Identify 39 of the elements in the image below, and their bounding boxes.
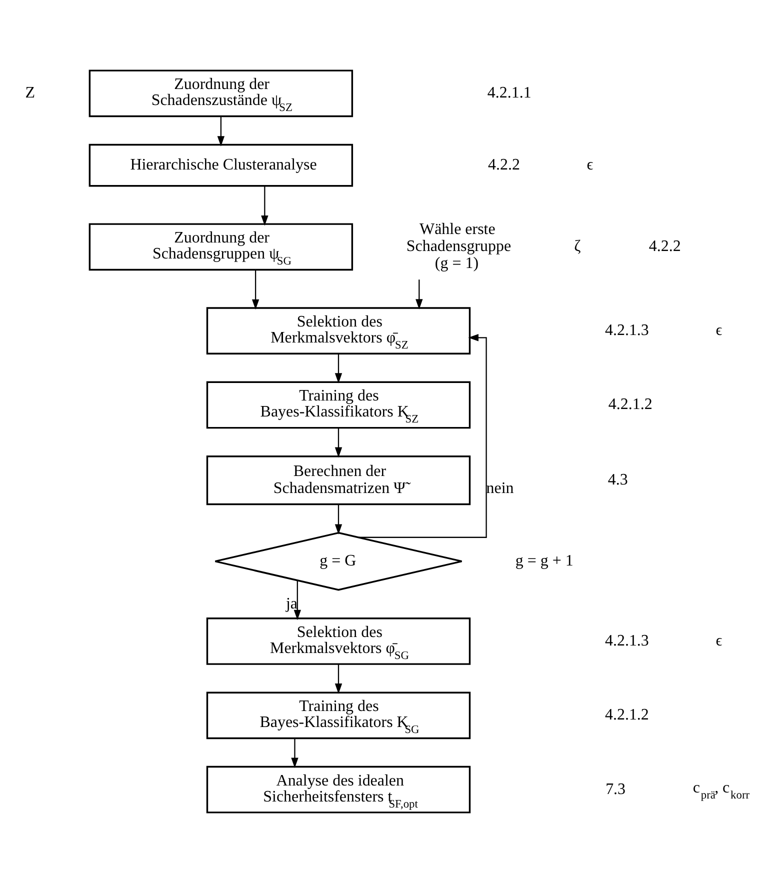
label: 4.2.1.3	[604, 632, 649, 649]
label: 4.2.1.1	[487, 84, 532, 102]
arrow	[416, 279, 423, 309]
node-text: Wähle erste Schadensgruppe (g = 1)	[406, 220, 512, 272]
node-box: Training des Bayes-Klassifikators K$_{SG}$	[206, 691, 471, 739]
label: g = g + 1	[515, 552, 574, 570]
label: 4.2.2	[648, 238, 681, 255]
arrow	[217, 116, 225, 146]
label: ϵ	[716, 632, 722, 649]
node-box: Selektion des Merkmalsvektors φ̄$_{SZ}$	[206, 306, 471, 354]
label: 4.3	[608, 471, 628, 488]
label: ζ	[574, 238, 581, 255]
arrow	[291, 738, 298, 768]
arrow	[334, 664, 342, 694]
arrow	[334, 504, 342, 534]
node-box: Training des Bayes-Klassifikators K$_{SZ}$	[206, 380, 471, 428]
arrow	[261, 185, 268, 226]
label: 7.3	[606, 780, 626, 798]
arrow	[252, 269, 260, 310]
label: Z	[25, 84, 35, 102]
label: ϵ	[716, 322, 722, 339]
node-box: Analyse des idealen Sicherheitsfensters t$_{SF,opt}$	[206, 765, 471, 813]
arrow	[334, 353, 342, 383]
node-diamond: g = G	[214, 531, 463, 590]
node-box: Hierarchische Clusteranalyse	[88, 143, 354, 186]
label: 4.2.1.2	[604, 706, 649, 724]
node-box: Zuordnung der Schadensgruppen ψ$_{SG}$	[88, 222, 354, 270]
label: c$_{prä}$, c$_{korr}$	[692, 779, 750, 802]
arrow	[358, 334, 487, 538]
label: 4.2.2	[488, 156, 520, 174]
arrow	[294, 580, 301, 620]
edge-label: ja	[286, 594, 298, 612]
node-box: Zuordnung der Schadenszustände ψ$_{SZ}$	[88, 69, 354, 117]
label: 4.2.1.2	[608, 396, 652, 413]
node-box: Berechnen der Schadensmatrizen Ψ̃	[206, 454, 471, 505]
arrow	[334, 427, 342, 458]
label: ϵ	[586, 156, 594, 174]
node-box: Selektion des Merkmalsvektors φ̄$_{SG}$	[206, 617, 471, 664]
label: 4.2.1.3	[604, 322, 649, 339]
